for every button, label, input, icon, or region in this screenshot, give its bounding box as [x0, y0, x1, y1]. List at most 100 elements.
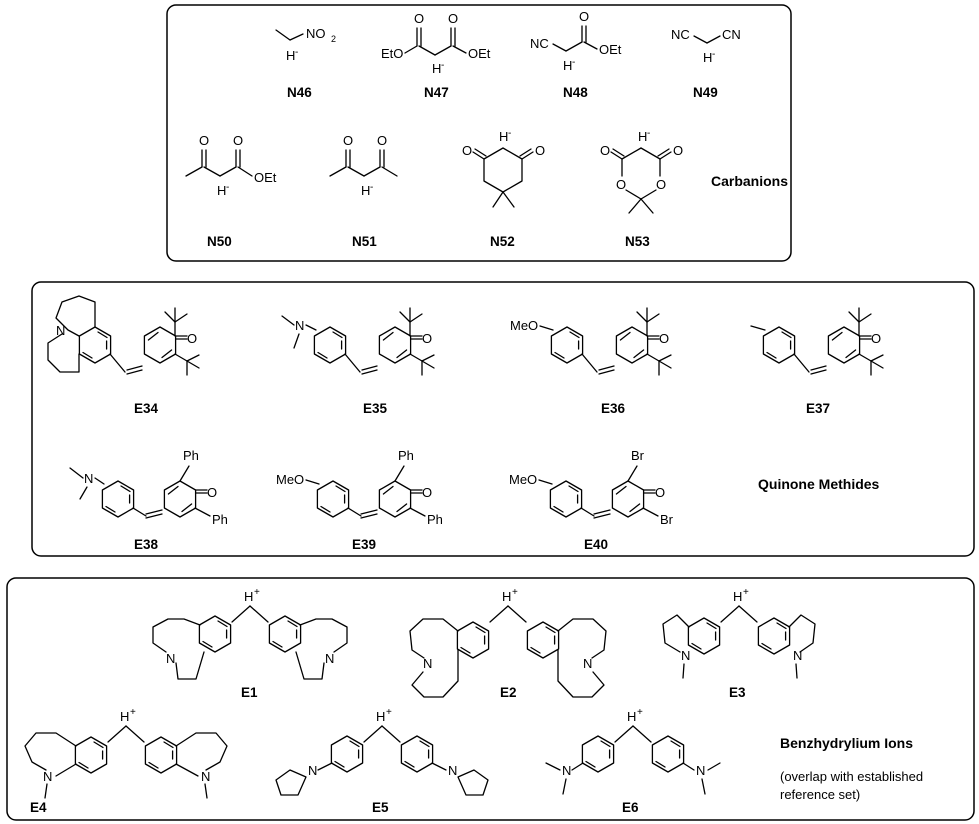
no2-subscript: 2: [331, 34, 336, 44]
label-e2: E2: [500, 685, 517, 700]
nitrogen-atom: N: [308, 763, 317, 778]
label-n50: N50: [207, 234, 232, 249]
molecule-e35: N O E35: [281, 307, 435, 416]
label-n48: N48: [563, 85, 588, 100]
label-e39: E39: [352, 537, 376, 552]
label-e34: E34: [134, 401, 159, 416]
molecule-n46: NO 2 N46: [275, 26, 336, 100]
label-e3: E3: [729, 685, 746, 700]
oxygen-atom: O: [600, 143, 610, 158]
molecule-e38: N Ph O Ph E38: [69, 448, 228, 552]
molecule-n51: O O N51: [329, 133, 398, 249]
oxygen-atom: O: [659, 331, 669, 346]
oxygen-atom: O: [377, 133, 387, 148]
phenyl-group: Ph: [212, 512, 228, 527]
nitrogen-atom: N: [448, 763, 457, 778]
benzhydrylium-title: Benzhydrylium Ions: [780, 735, 913, 751]
molecule-n53: O O O O N53: [600, 128, 683, 249]
oxygen-atom: O: [673, 143, 683, 158]
quinone-methides-box: [31, 281, 975, 557]
molecule-e5: N N E5: [275, 707, 489, 815]
oxygen-atom: O: [207, 485, 217, 500]
nitrogen-atom: N: [562, 763, 571, 778]
label-e37: E37: [806, 401, 830, 416]
nitrogen-atom: N: [56, 323, 65, 338]
nitrogen-atom: N: [84, 471, 93, 486]
phenyl-group: Ph: [398, 448, 414, 463]
benzhydrylium-box: [6, 577, 975, 821]
molecule-n52: O O N52: [462, 128, 545, 249]
oxygen-atom: O: [422, 331, 432, 346]
molecule-e1: N N E1: [152, 587, 348, 700]
nitrogen-atom: N: [681, 648, 690, 663]
nc-group: NC: [530, 36, 549, 51]
molecule-n47: EtO O O OEt N47: [381, 11, 491, 100]
oet-group: OEt: [254, 170, 277, 185]
phenyl-group: Ph: [427, 512, 443, 527]
oxygen-atom: O: [414, 11, 424, 26]
oxygen-atom: O: [871, 331, 881, 346]
molecule-e34: N O E34: [47, 295, 200, 416]
label-n47: N47: [424, 85, 449, 100]
carbanions-title: Carbanions: [711, 173, 788, 189]
molecule-e40: MeO Br O Br E40: [509, 448, 674, 552]
oxygen-atom: O: [233, 133, 243, 148]
oxygen-atom: O: [535, 143, 545, 158]
label-n52: N52: [490, 234, 515, 249]
bromine-atom: Br: [660, 512, 674, 527]
phenyl-group: Ph: [183, 448, 199, 463]
oxygen-atom: O: [448, 11, 458, 26]
oxygen-atom: O: [462, 143, 472, 158]
oxygen-atom: O: [422, 485, 432, 500]
label-n49: N49: [693, 85, 718, 100]
meo-group: MeO: [509, 472, 537, 487]
nitrogen-atom: N: [793, 648, 802, 663]
meo-group: MeO: [276, 472, 304, 487]
no2-group: NO: [306, 26, 326, 41]
label-e40: E40: [584, 537, 608, 552]
oxygen-atom: O: [187, 331, 197, 346]
cn-group: CN: [722, 27, 741, 42]
label-e4: E4: [30, 800, 47, 815]
nitrogen-atom: N: [43, 769, 52, 784]
carbanions-box: [166, 4, 792, 262]
label-e36: E36: [601, 401, 626, 416]
molecule-n48: NC O OEt N48: [530, 9, 622, 100]
eto-group: EtO: [381, 46, 403, 61]
label-e5: E5: [372, 800, 389, 815]
molecule-e3: N N E3: [662, 587, 816, 700]
benzhydrylium-note-line1: (overlap with established: [780, 769, 923, 784]
nitrogen-atom: N: [325, 651, 334, 666]
label-n51: N51: [352, 234, 377, 249]
meo-group: MeO: [510, 318, 538, 333]
molecule-e4: N N E4: [24, 707, 228, 815]
nitrogen-atom: N: [696, 763, 705, 778]
benzhydrylium-note-line2: reference set): [780, 787, 860, 802]
nitrogen-atom: N: [423, 656, 432, 671]
oxygen-atom: O: [616, 177, 626, 192]
molecule-e39: MeO Ph O Ph E39: [276, 448, 443, 552]
label-e6: E6: [622, 800, 639, 815]
molecule-e6: N N E6: [545, 707, 721, 815]
nitrogen-atom: N: [583, 656, 592, 671]
label-n46: N46: [287, 85, 312, 100]
molecule-n49: NC CN N49: [671, 27, 741, 100]
oxygen-atom: O: [656, 177, 666, 192]
molecule-e2: N N E2: [409, 587, 607, 700]
oxygen-atom: O: [579, 9, 589, 24]
bromine-atom: Br: [631, 448, 645, 463]
molecule-e36: MeO O E36: [510, 307, 672, 416]
label-e38: E38: [134, 537, 159, 552]
label-e35: E35: [363, 401, 388, 416]
oxygen-atom: O: [655, 485, 665, 500]
nitrogen-atom: N: [201, 769, 210, 784]
quinone-methides-title: Quinone Methides: [758, 476, 880, 492]
molecule-e37: O E37: [750, 307, 884, 416]
nc-group: NC: [671, 27, 690, 42]
oet-group: OEt: [599, 42, 622, 57]
oxygen-atom: O: [343, 133, 353, 148]
nitrogen-atom: N: [295, 318, 304, 333]
molecule-n50: O O OEt N50: [185, 133, 277, 249]
oxygen-atom: O: [199, 133, 209, 148]
